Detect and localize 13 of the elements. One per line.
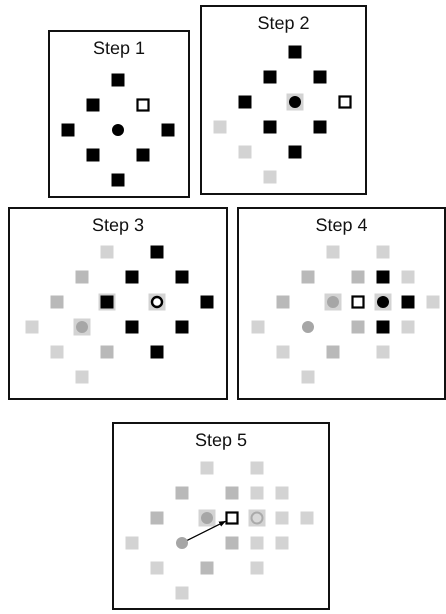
step-title: Step 5 <box>194 430 248 450</box>
arrow <box>187 520 226 541</box>
dot-marker <box>176 537 188 549</box>
open-square-marker <box>225 511 239 525</box>
step-panel <box>8 207 228 400</box>
step-panel <box>237 207 446 400</box>
step-title: Step 1 <box>92 38 146 58</box>
step-panel <box>48 30 190 198</box>
step-panel <box>112 422 330 610</box>
step-title: Step 2 <box>257 13 310 33</box>
step-title: Step 4 <box>315 215 368 235</box>
step-panel <box>200 5 367 195</box>
step-title: Step 3 <box>92 215 144 235</box>
